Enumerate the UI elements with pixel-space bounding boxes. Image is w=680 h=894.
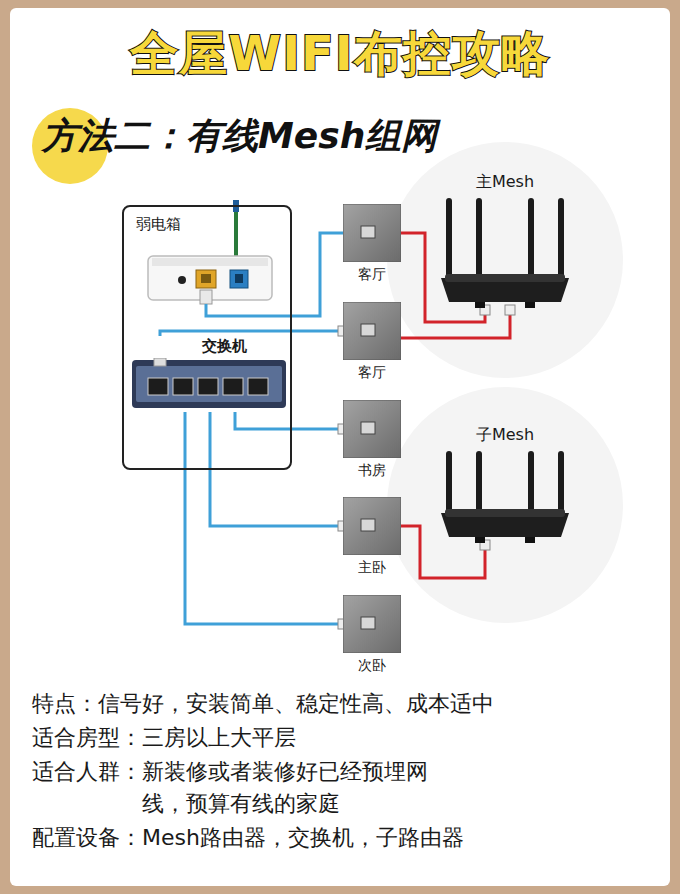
node-label: 弱电箱 bbox=[124, 207, 290, 234]
network-cable bbox=[235, 412, 343, 429]
page-title: 全屋WIFI布控攻略 bbox=[0, 22, 680, 86]
feature-note: 特点：信号好，安装简单、稳定性高、成本适中 bbox=[32, 688, 494, 720]
node-label: 主卧 bbox=[343, 559, 401, 577]
panel-node: 主卧 bbox=[343, 497, 401, 577]
node-label: 交换机 bbox=[162, 336, 286, 356]
node-label: 子Mesh bbox=[435, 425, 575, 445]
panel-node: 书房 bbox=[343, 400, 401, 480]
feature-note: 适合人群：新装修或者装修好已经预埋网线，预算有线的家庭 bbox=[32, 756, 464, 820]
network-cable bbox=[401, 310, 510, 338]
node-label: 客厅 bbox=[343, 364, 401, 382]
router-node: 主Mesh bbox=[435, 172, 575, 310]
signal-glow bbox=[387, 387, 623, 623]
node-label: 客厅 bbox=[343, 266, 401, 284]
panel-node: 客厅 bbox=[343, 204, 401, 284]
subtitle: 方法二：有线Mesh组网 bbox=[42, 112, 437, 161]
feature-note: 适合房型：三房以上大平层 bbox=[32, 722, 296, 754]
router-node: 子Mesh bbox=[435, 425, 575, 545]
network-cable bbox=[160, 331, 343, 336]
panel-node: 次卧 bbox=[343, 595, 401, 675]
cabinet-box: 弱电箱交换机 bbox=[122, 205, 292, 470]
feature-note: 配置设备：Mesh路由器，交换机，子路由器 bbox=[32, 822, 464, 854]
switch-node: 交换机 bbox=[132, 336, 286, 412]
panel-node: 客厅 bbox=[343, 302, 401, 382]
node-label: 主Mesh bbox=[435, 172, 575, 192]
signal-glow bbox=[387, 142, 623, 378]
network-cable bbox=[206, 233, 343, 316]
network-cable bbox=[185, 412, 343, 624]
rj45-plug bbox=[505, 305, 515, 315]
node-label: 书房 bbox=[343, 462, 401, 480]
node-label: 次卧 bbox=[343, 657, 401, 675]
